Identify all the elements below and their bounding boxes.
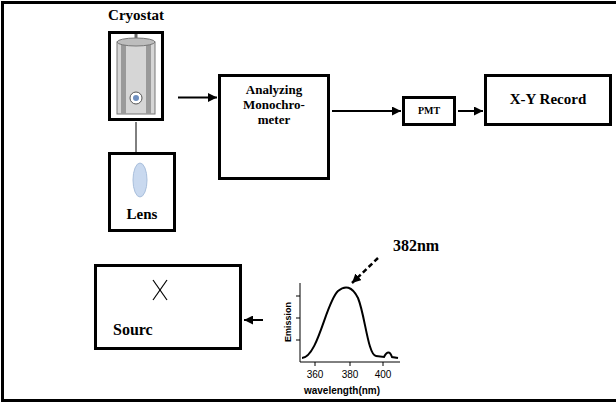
excitation-arrow — [244, 319, 263, 321]
connector-arrow — [458, 110, 483, 112]
connector-arrow — [136, 122, 137, 152]
lens-symbol — [133, 163, 147, 197]
box-label: Sourc — [113, 321, 153, 339]
pmt-box: PMT — [402, 96, 456, 126]
axis-title: Emission — [284, 302, 293, 342]
emission-plot — [296, 283, 400, 366]
box-label: PMT — [418, 105, 440, 117]
peak-wavelength: 382nm — [393, 238, 439, 254]
box-label: Lens — [127, 206, 158, 223]
tick-label: 400 — [375, 370, 392, 380]
cryostat-illustration — [117, 34, 155, 114]
tick-label: 380 — [342, 370, 359, 380]
axis-title: wavelength(nm) — [304, 386, 380, 396]
source-box: Sourc — [94, 264, 242, 350]
tick-label: 360 — [307, 370, 324, 380]
cryostat-box: Cryostat — [108, 31, 164, 121]
connector-arrow — [332, 110, 401, 112]
lens-box: Lens — [108, 152, 176, 232]
monochromator-box: Analyzing Monochro- meter — [218, 74, 330, 180]
recorder-box: X-Y Record — [484, 74, 612, 126]
peak-leader — [352, 258, 378, 283]
connector-arrow — [178, 97, 217, 99]
box-label: X-Y Record — [510, 91, 587, 108]
outer-frame — [3, 3, 616, 401]
box-label: Analyzing Monochro- meter — [227, 83, 321, 128]
source-symbol — [153, 280, 167, 300]
box-heading: Cryostat — [108, 7, 164, 24]
